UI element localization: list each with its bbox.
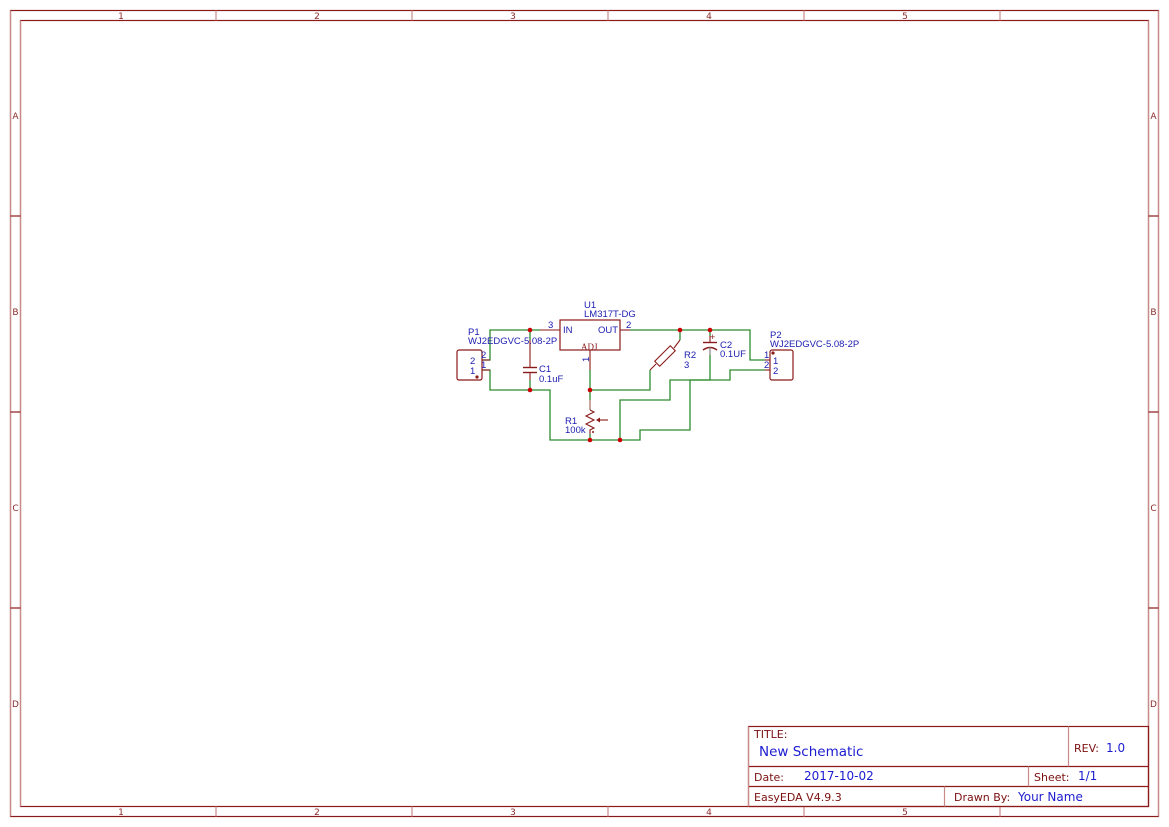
svg-text:C1: C1 [539,364,551,375]
svg-text:4: 4 [706,12,712,22]
svg-text:P2: P2 [770,330,782,341]
svg-text:C: C [12,504,18,514]
p1-connector[interactable]: P1 WJ2EDGVC-5.08-2P 2 1 2 1 [456,327,557,381]
svg-text:2: 2 [314,808,320,818]
svg-text:4: 4 [706,808,712,818]
p2-body [769,349,794,381]
junctions [527,327,713,443]
title-label: TITLE: [753,728,787,741]
svg-text:B: B [1150,308,1156,318]
svg-text:1: 1 [764,350,769,361]
svg-text:5: 5 [902,808,908,818]
row-labels-left: A B C D [12,112,19,710]
svg-text:0.1uF: 0.1uF [539,374,563,385]
r1-potentiometer[interactable]: R1 100k [565,400,608,436]
svg-text:OUT: OUT [598,325,618,336]
svg-text:0.1UF: 0.1UF [720,349,746,360]
column-dividers [215,10,1001,817]
svg-text:+: + [710,332,715,342]
svg-text:2: 2 [314,12,320,22]
date-label: Date: [754,771,784,784]
svg-text:ADJ: ADJ [581,342,598,352]
svg-text:1: 1 [470,366,475,377]
sheet-label: Sheet: [1034,771,1070,784]
title-value: New Schematic [759,744,863,760]
u1-designator: U1 [584,300,596,311]
row-labels-right: A B C D [1150,112,1157,710]
svg-text:1: 1 [481,360,486,371]
svg-text:5: 5 [902,12,908,22]
inner-frame [19,19,1150,808]
u1-regulator[interactable]: U1 LM317T-DG IN OUT ADJ 3 2 1 [540,300,636,370]
svg-text:R1: R1 [565,416,577,427]
sheet-value: 1/1 [1078,769,1097,783]
svg-text:A: A [12,112,19,122]
outer-frame [9,9,1160,818]
c1-capacitor[interactable]: C1 0.1uF [523,340,563,385]
svg-text:3: 3 [548,320,553,331]
rev-label: REV: [1074,742,1099,755]
software-label: EasyEDA V4.9.3 [754,791,842,804]
row-dividers [10,215,1159,609]
svg-text:WJ2EDGVC-5.08-2P: WJ2EDGVC-5.08-2P [770,339,859,350]
svg-text:C: C [1150,504,1156,514]
svg-text:C2: C2 [720,340,732,351]
svg-text:2: 2 [481,350,486,361]
c2-capacitor[interactable]: + C2 0.1UF [702,332,746,360]
column-labels-top: 1 2 3 4 5 [118,12,908,22]
svg-text:WJ2EDGVC-5.08-2P: WJ2EDGVC-5.08-2P [468,336,557,347]
column-labels-bottom: 1 2 3 4 5 [118,808,908,818]
drawn-by-label: Drawn By: [954,791,1010,804]
svg-text:R2: R2 [684,350,696,361]
svg-text:1: 1 [118,808,124,818]
svg-text:100k: 100k [565,425,586,436]
svg-text:1: 1 [118,12,124,22]
svg-text:D: D [1150,700,1157,710]
svg-text:1: 1 [581,357,592,362]
svg-text:IN: IN [563,325,573,336]
p2-connector[interactable]: P2 WJ2EDGVC-5.08-2P 1 2 1 2 [764,330,859,381]
svg-text:2: 2 [470,356,475,367]
svg-text:B: B [12,308,18,318]
svg-text:2: 2 [626,320,631,331]
svg-text:2: 2 [773,366,778,377]
drawn-by-value: Your Name [1017,790,1083,804]
rev-value: 1.0 [1106,741,1125,755]
p1-body [456,349,483,381]
title-block: TITLE: New Schematic REV: 1.0 Date: 2017… [747,725,1150,808]
svg-text:3: 3 [510,12,516,22]
svg-text:2: 2 [764,360,769,371]
svg-text:1: 1 [773,356,778,367]
u1-value: LM317T-DG [584,309,636,320]
svg-text:3: 3 [510,808,516,818]
svg-text:A: A [1150,112,1157,122]
svg-text:3: 3 [684,360,689,371]
date-value: 2017-10-02 [804,769,874,783]
svg-text:D: D [12,700,19,710]
svg-text:P1: P1 [468,327,480,338]
r2-resistor[interactable]: R2 3 [649,339,696,371]
